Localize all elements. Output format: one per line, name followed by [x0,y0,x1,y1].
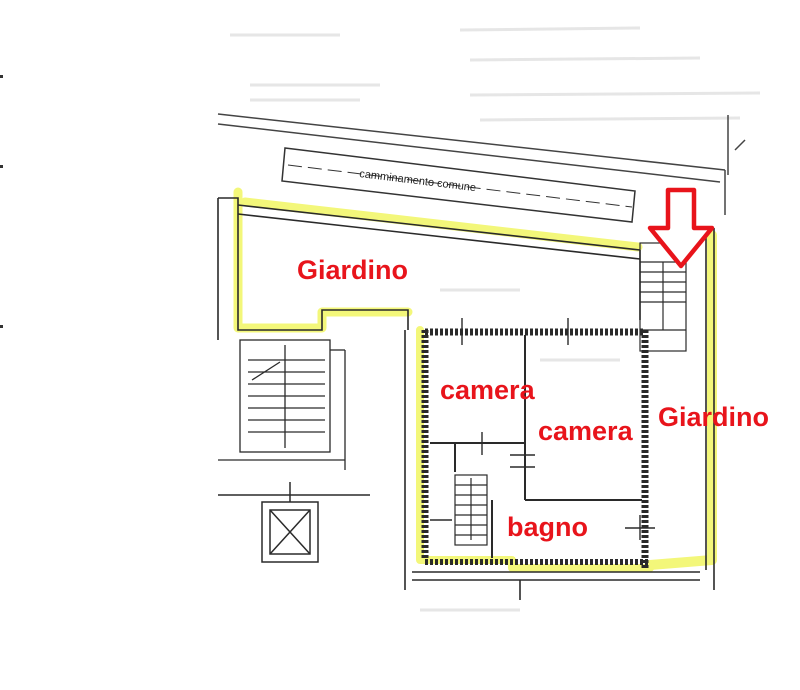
interior-stair [454,474,488,546]
room-label-camera-1: camera [440,375,535,405]
room-label-bagno: bagno [507,512,588,542]
elevator-shaft [218,482,370,563]
room-label-camera-2: camera [538,416,633,446]
street-boundary [217,113,746,215]
common-walkway [281,147,636,223]
property-boundary [217,197,715,600]
margin-ticks [0,75,3,328]
left-staircase [218,339,346,470]
room-label-garden-top: Giardino [297,255,409,285]
door-markers [430,318,655,540]
room-label-garden-right: Giardino [658,402,770,432]
interior-partitions [430,335,642,558]
location-arrow-icon [647,187,715,269]
faded-text-background [230,26,761,612]
